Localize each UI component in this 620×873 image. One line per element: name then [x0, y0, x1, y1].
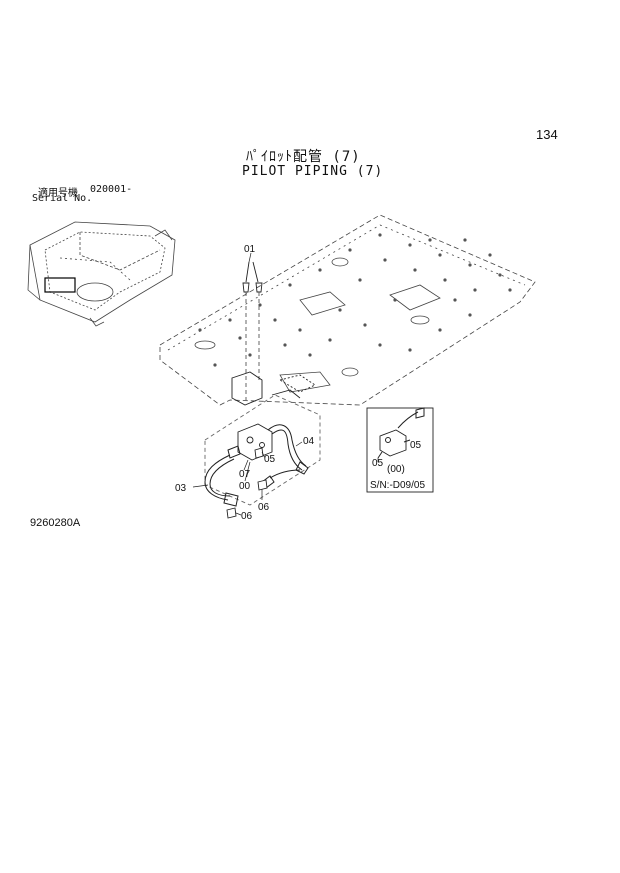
- callout-06: 06: [258, 502, 270, 513]
- floor-plate: [159, 214, 536, 406]
- part-06-fittings: [226, 447, 268, 519]
- title-english: PILOT PIPING (7): [242, 164, 384, 179]
- callout-04: 04: [303, 436, 315, 447]
- callout-05: 05: [264, 454, 276, 465]
- machine-thumbnail: [27, 221, 176, 327]
- serial-label-english: Serial No.: [32, 193, 93, 204]
- inset-detail: 05 05 (00) S/N:-D09/05: [366, 407, 434, 493]
- page-number: 134: [536, 127, 558, 142]
- callout-01: 01: [244, 244, 256, 255]
- document-code: 9260280A: [30, 517, 81, 529]
- callout-03: 03: [175, 483, 187, 494]
- inset-callout-00: (00): [387, 464, 405, 475]
- serial-label-japanese: 適用号機: [38, 188, 78, 199]
- inset-callout-05: 05: [372, 458, 384, 469]
- hose-03: [204, 445, 241, 507]
- inset-caption: S/N:-D09/05: [370, 480, 425, 491]
- part-01-fittings: [242, 261, 263, 400]
- floor-plate-bolt-holes: [198, 233, 512, 367]
- callout-07: 07: [239, 469, 251, 480]
- callout-leaders: [192, 252, 303, 516]
- title-japanese: ﾊﾟｲﾛｯﾄ配管 (7): [246, 149, 361, 165]
- callout-06: 06: [241, 511, 253, 522]
- inset-callout-05: 05: [410, 440, 422, 451]
- callout-00: 00: [239, 481, 251, 492]
- serial-number-value: 020001-: [90, 184, 133, 195]
